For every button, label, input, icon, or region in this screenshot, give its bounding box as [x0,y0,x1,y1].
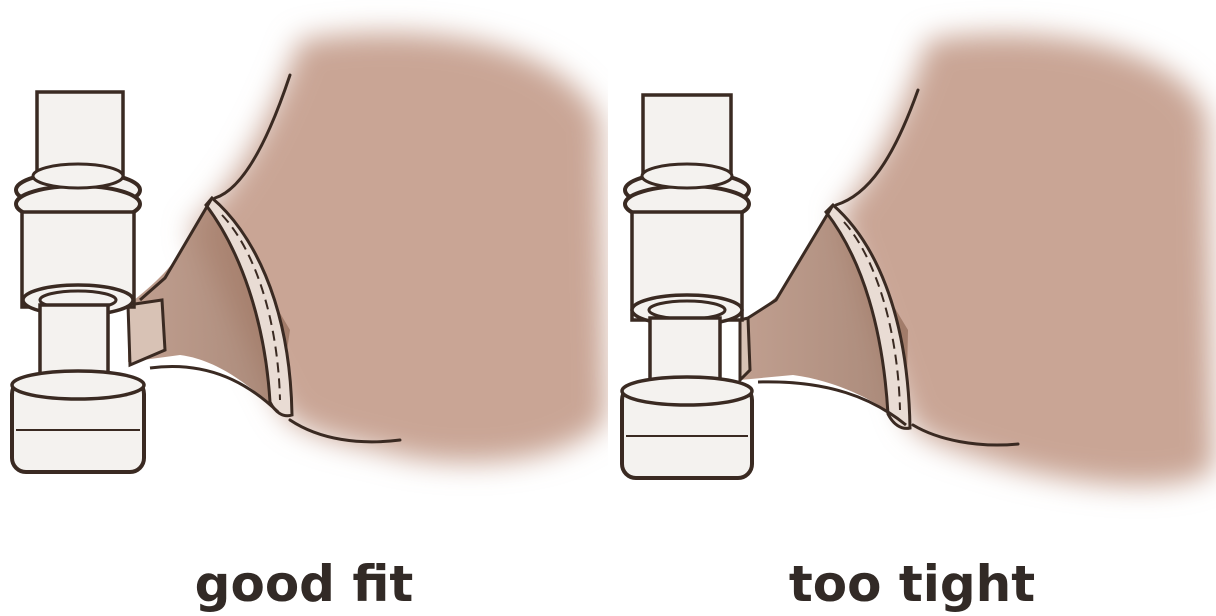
caption-good-fit: good fit [0,556,608,612]
good-fit-illustration [0,0,608,616]
panel-good-fit: good fit [0,0,608,616]
too-tight-illustration [608,0,1216,616]
pump-body [12,92,144,472]
pump-body [622,95,752,478]
caption-too-tight: too tight [608,556,1216,612]
panel-too-tight: too tight [608,0,1216,616]
